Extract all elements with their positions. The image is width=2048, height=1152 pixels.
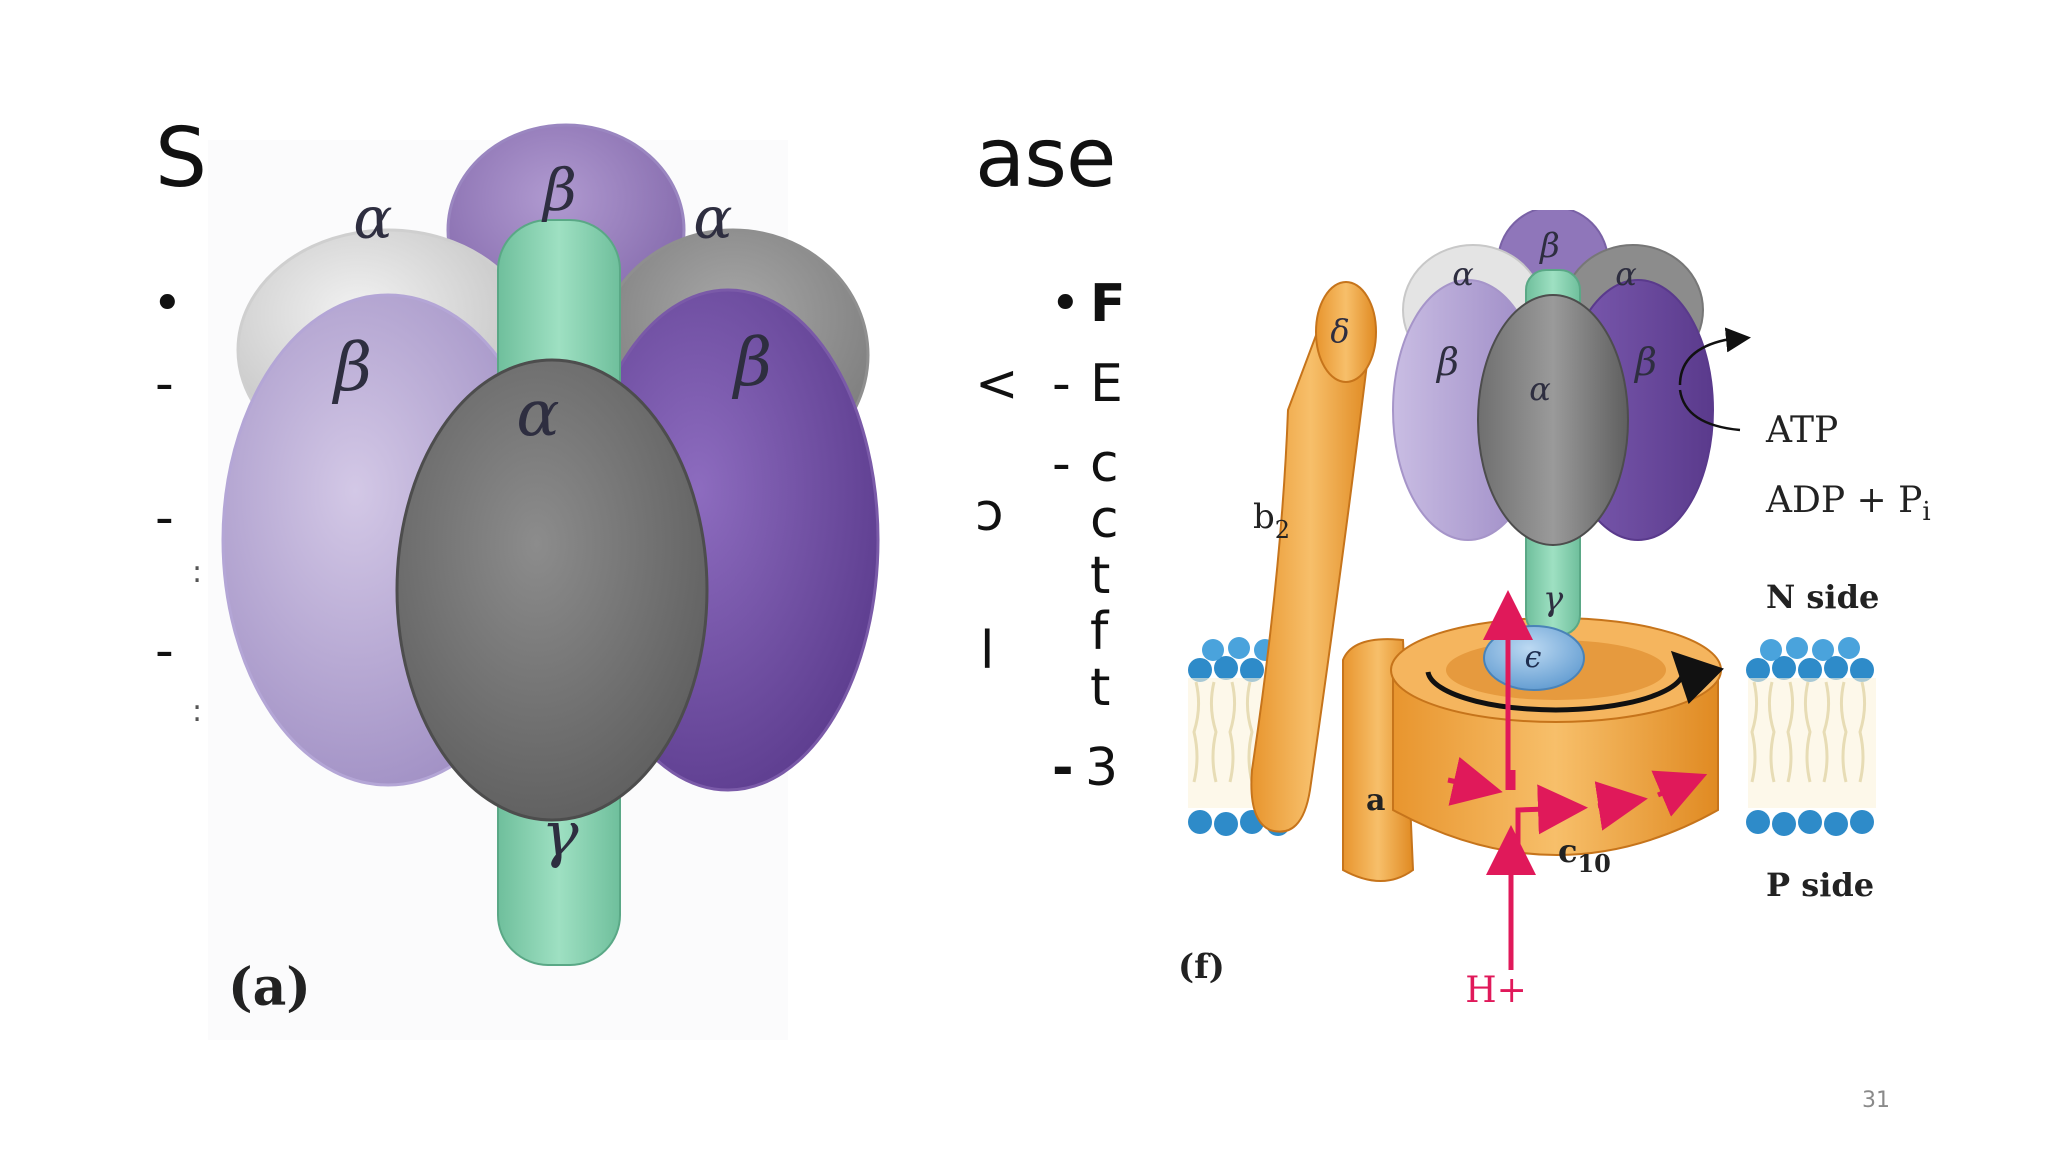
right-dash-2-line-3: t [1090,546,1111,606]
alpha-front-subunit [395,358,709,822]
f-label-gamma: γ [1543,579,1564,619]
proton-path [1447,590,1708,970]
label-alpha-right: α [693,184,732,252]
label-h-plus: H+ [1465,970,1527,1011]
adp-arrow [1678,389,1741,432]
figure-a-f1-head: β α α β β α γ (a) [208,123,880,1040]
label-gamma: γ [541,797,579,870]
left-dash-1: - [155,354,174,414]
slide-title-right: ase [975,111,1116,206]
f-label-epsilon: ϵ [1525,640,1542,675]
label-beta-top: β [541,156,577,224]
f-label-a: a [1366,783,1385,818]
b2-stalk [1250,316,1372,833]
f-label-alpha-front: α [1529,370,1551,408]
f-label-c10: c10 [1558,832,1611,878]
f-label-alpha-left: α [1452,255,1474,293]
left-fragment-a: < [975,354,1019,414]
right-dash-3-text: 3 [1085,738,1119,798]
right-bullet-text: F [1090,274,1126,334]
left-dash-2: - [155,488,174,548]
label-alpha-front: α [516,377,559,451]
label-alpha-left: α [353,184,392,252]
left-fragment-d: : [192,555,203,590]
label-adp-pi: ADP + Pi [1765,480,1931,527]
right-dash-2: - [1052,434,1071,494]
right-dash-2-line-5: t [1090,658,1111,718]
right-dash-1: - [1052,354,1071,414]
right-dash-1-text: E [1090,354,1123,414]
left-fragment-e: : [192,694,203,729]
slide-number: 31 [1862,1088,1890,1113]
left-bullet: • [152,274,183,334]
f-label-b2: b2 [1253,497,1290,544]
f-label-beta-left: β [1435,340,1459,384]
figure-f-atp-synthase: β α α β β α γ ϵ δ b2 a c10 ATP ADP + Pi … [1178,210,1931,1011]
label-beta-left: β [331,329,372,406]
f-label-delta: δ [1330,312,1349,350]
right-dash-2-line-2: c [1090,490,1119,550]
f-label-alpha-right: α [1615,255,1637,293]
left-fragment-b: ɔ [975,483,1004,543]
label-atp: ATP [1765,410,1838,451]
right-dash-2-line-4: f [1090,602,1109,662]
panel-label-f: (f) [1178,947,1225,987]
left-fragment-c: l [980,621,995,681]
label-n-side: N side [1766,578,1879,616]
f-label-beta-top: β [1538,226,1560,266]
label-beta-right: β [731,324,772,401]
left-dash-3: - [155,621,174,681]
label-p-side: P side [1766,866,1874,904]
panel-label-a: (a) [228,957,311,1018]
right-dash-3: - [1052,738,1074,798]
rotation-arrow [1425,650,1724,713]
slide-title-left: S [155,111,207,206]
delta-subunit [1315,281,1377,383]
f-alpha-front [1477,294,1629,546]
f-label-beta-right: β [1633,340,1657,384]
atp-arrow [1678,327,1751,386]
right-dash-2-line-1: c [1090,434,1119,494]
right-bullet: • [1050,274,1081,334]
